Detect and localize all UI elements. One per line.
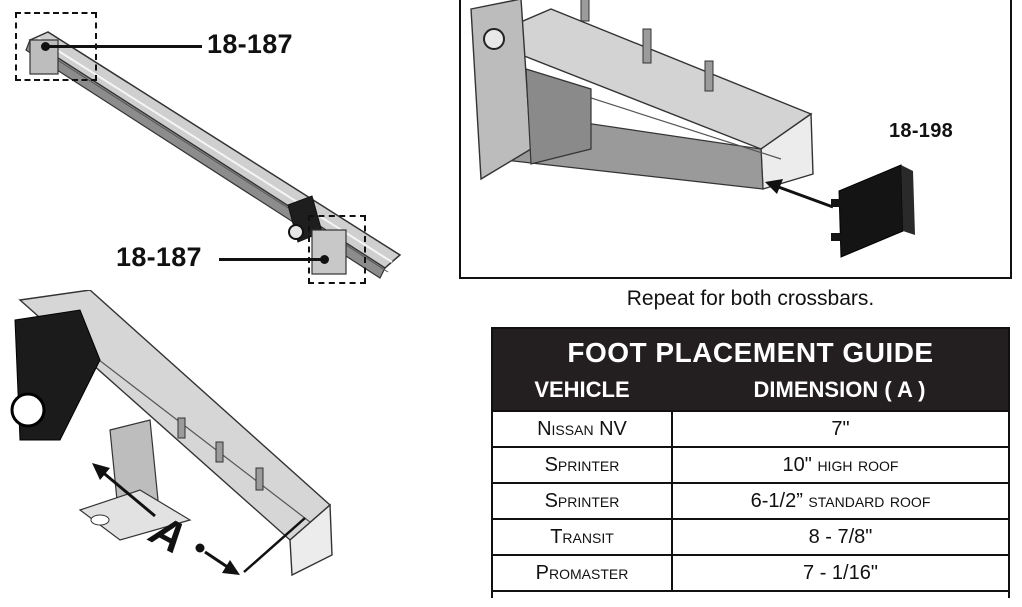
vehicle-cell: Sprinter (493, 448, 673, 482)
crossbar-illustration (0, 0, 420, 290)
end-cap-drawing (470, 0, 915, 258)
column-header-vehicle: VEHICLE (534, 377, 630, 402)
part-number-end-cap: 18-198 (889, 120, 954, 142)
dimension-cell: 7 - 1/16" (803, 561, 878, 584)
vehicle-cell: Nissan NV (493, 412, 673, 446)
vehicle-cell: Sprinter (493, 484, 673, 518)
crossbar-drawing (25, 31, 402, 279)
vehicle-cell: Promaster (493, 556, 673, 590)
detail-box-right (308, 215, 366, 284)
column-header-dimension: DIMENSION ( A ) (753, 377, 926, 402)
callout-leader-top (46, 45, 202, 48)
dimension-cell: 10" high roof (782, 453, 899, 476)
table-row: Sprinter 6-1/2” standard roof (493, 482, 1008, 518)
table-row: Transit 8 - 7/8" (493, 518, 1008, 554)
guide-title: FOOT PLACEMENT GUIDE (567, 337, 934, 368)
dimension-cell: 6-1/2” standard roof (750, 489, 931, 512)
dimension-illustration (0, 290, 360, 607)
callout-dot-right (320, 255, 329, 264)
vehicle-cell: Transit (493, 520, 673, 554)
end-cap-panel (459, 0, 1012, 279)
callout-dot-top (41, 42, 50, 51)
part-number-right: 18-187 (116, 242, 202, 272)
guide-header: FOOT PLACEMENT GUIDE VEHICLE DIMENSION (… (493, 329, 1008, 410)
foot-placement-guide: FOOT PLACEMENT GUIDE VEHICLE DIMENSION (… (491, 327, 1010, 598)
table-row: Nissan NV 7" (493, 410, 1008, 446)
part-number-top: 18-187 (207, 29, 293, 59)
dimension-cell: 7" (831, 417, 850, 440)
callout-leader-right (219, 258, 323, 261)
table-row: Promaster 7 - 1/16" (493, 554, 1008, 590)
dimension-drawing (10, 290, 333, 577)
table-row: Sprinter 10" high roof (493, 446, 1008, 482)
dimension-cell: 8 - 7/8" (808, 525, 873, 548)
table-row-partial (493, 590, 1008, 598)
repeat-caption: Repeat for both crossbars. (626, 287, 875, 310)
